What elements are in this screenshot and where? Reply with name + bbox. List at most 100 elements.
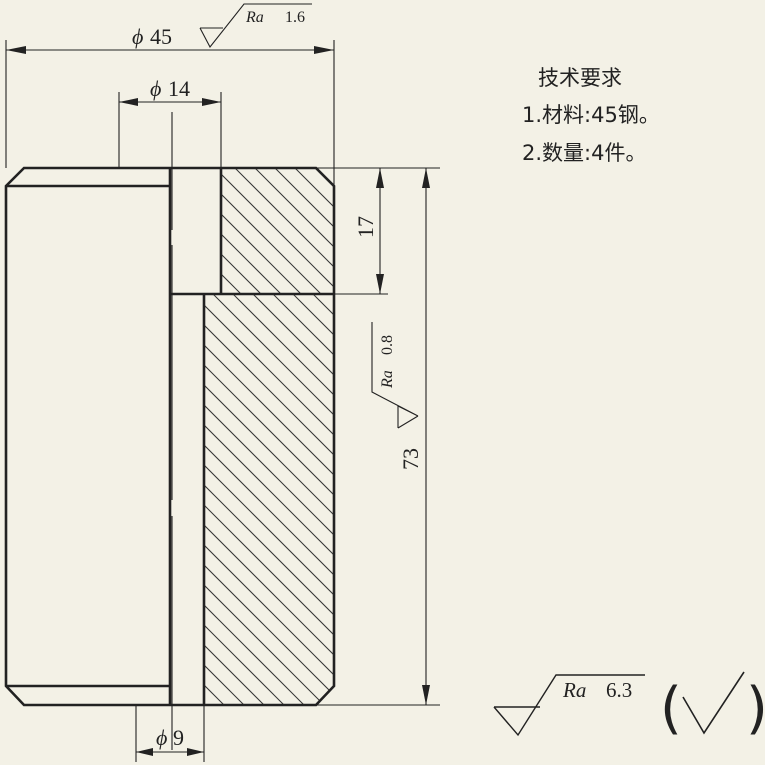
hatch-line bbox=[573, 294, 765, 705]
hatch-line bbox=[693, 294, 765, 705]
roughness-value: 6.3 bbox=[606, 678, 632, 702]
arrow-head bbox=[376, 168, 384, 188]
roughness-symbol-general: Ra 6.3 ( ) bbox=[493, 671, 765, 741]
hatch-line bbox=[733, 294, 765, 705]
arrow-head bbox=[136, 748, 153, 756]
check-mark-icon bbox=[682, 671, 745, 735]
hatch-upper-region bbox=[221, 168, 581, 294]
dimension-bore-depth: 17 bbox=[316, 167, 440, 295]
dim-value: 17 bbox=[353, 216, 378, 238]
hatch-lower-region bbox=[204, 294, 765, 705]
hatch-line bbox=[252, 294, 334, 705]
dim-value: 9 bbox=[173, 725, 184, 750]
hatch-line bbox=[292, 294, 334, 705]
roughness-check bbox=[199, 3, 312, 49]
dim-phi-symbol: ϕ bbox=[156, 725, 167, 750]
hatch-line bbox=[593, 294, 765, 705]
dimension-small-diameter: ϕ 9 bbox=[135, 705, 205, 762]
dimension-outer-diameter: ϕ 45 bbox=[5, 24, 335, 186]
hatch-line bbox=[533, 294, 765, 705]
hatch-line bbox=[375, 168, 501, 294]
hatch-line bbox=[221, 168, 302, 294]
hatch-line bbox=[633, 294, 765, 705]
roughness-value: 0.8 bbox=[379, 335, 396, 355]
hatch-line bbox=[221, 168, 262, 294]
arrow-head bbox=[314, 46, 334, 54]
hatch-line bbox=[204, 294, 334, 705]
paren-right: ) bbox=[746, 676, 765, 741]
hatch-line bbox=[653, 294, 765, 705]
section-hatching bbox=[204, 168, 765, 705]
hatch-line bbox=[312, 294, 334, 705]
hatch-line bbox=[204, 294, 334, 705]
hatch-line bbox=[395, 168, 521, 294]
arrow-head bbox=[376, 274, 384, 294]
roughness-label: Ra bbox=[379, 370, 396, 389]
hatch-line bbox=[553, 294, 765, 705]
hatch-line bbox=[204, 294, 225, 705]
hatch-line bbox=[204, 294, 325, 705]
tech-req-title: 技术要求 bbox=[538, 66, 622, 90]
dimension-bore-diameter: ϕ 14 bbox=[118, 76, 222, 168]
roughness-check bbox=[493, 674, 645, 737]
hatch-line bbox=[204, 294, 334, 705]
hatch-line bbox=[204, 294, 334, 705]
arrow-head bbox=[422, 685, 430, 705]
dim-value: 14 bbox=[168, 76, 190, 101]
part-outline bbox=[4, 112, 336, 750]
hatch-line bbox=[204, 294, 334, 705]
dim-value: 45 bbox=[150, 24, 172, 49]
arrow-head bbox=[187, 748, 204, 756]
hatch-line bbox=[455, 168, 581, 294]
roughness-value: 1.6 bbox=[285, 9, 305, 26]
hatch-line bbox=[234, 168, 334, 294]
hatch-line bbox=[294, 168, 334, 294]
hatch-line bbox=[221, 168, 334, 294]
hatch-line bbox=[204, 294, 205, 705]
hatch-line bbox=[221, 168, 282, 294]
dim-phi-symbol: ϕ bbox=[150, 76, 161, 101]
hatch-line bbox=[204, 294, 334, 705]
paren-left: ( bbox=[660, 676, 682, 741]
dimension-total-length: 73 bbox=[316, 168, 440, 706]
hatch-line bbox=[373, 294, 765, 705]
roughness-label: Ra bbox=[562, 678, 586, 702]
roughness-check bbox=[371, 322, 419, 417]
arrow-head bbox=[422, 168, 430, 188]
hatch-line bbox=[613, 294, 765, 705]
hatch-line bbox=[204, 294, 305, 705]
tech-req-item-1: 1.材料:45钢。 bbox=[522, 103, 660, 127]
arrow-head bbox=[202, 98, 221, 106]
hatch-line bbox=[393, 294, 765, 705]
hatch-line bbox=[204, 294, 334, 705]
hatch-line bbox=[204, 294, 334, 705]
hatch-line bbox=[204, 294, 285, 705]
hatch-line bbox=[274, 168, 334, 294]
hatch-line bbox=[673, 294, 765, 705]
hatch-line bbox=[413, 294, 765, 705]
roughness-symbol-side: Ra 0.8 bbox=[371, 322, 419, 429]
hatch-line bbox=[254, 168, 334, 294]
hatch-line bbox=[204, 294, 334, 705]
roughness-label: Ra bbox=[245, 9, 264, 26]
hatch-line bbox=[493, 294, 765, 705]
dim-phi-symbol: ϕ bbox=[132, 24, 143, 49]
dim-value: 73 bbox=[398, 448, 423, 470]
roughness-bar bbox=[397, 415, 419, 429]
arrow-head bbox=[119, 98, 138, 106]
hatch-line bbox=[473, 294, 765, 705]
hatch-line bbox=[212, 294, 334, 705]
hatch-line bbox=[221, 168, 322, 294]
hatch-line bbox=[415, 168, 541, 294]
hatch-line bbox=[353, 294, 764, 705]
hatch-line bbox=[513, 294, 765, 705]
arrow-head bbox=[6, 46, 26, 54]
hatch-line bbox=[433, 294, 765, 705]
hatch-line bbox=[435, 168, 561, 294]
hatch-line bbox=[204, 294, 245, 705]
hatch-line bbox=[204, 294, 334, 705]
hatch-line bbox=[204, 294, 334, 705]
technical-requirements: 技术要求 1.材料:45钢。 2.数量:4件。 bbox=[522, 66, 660, 165]
hatch-line bbox=[713, 294, 765, 705]
